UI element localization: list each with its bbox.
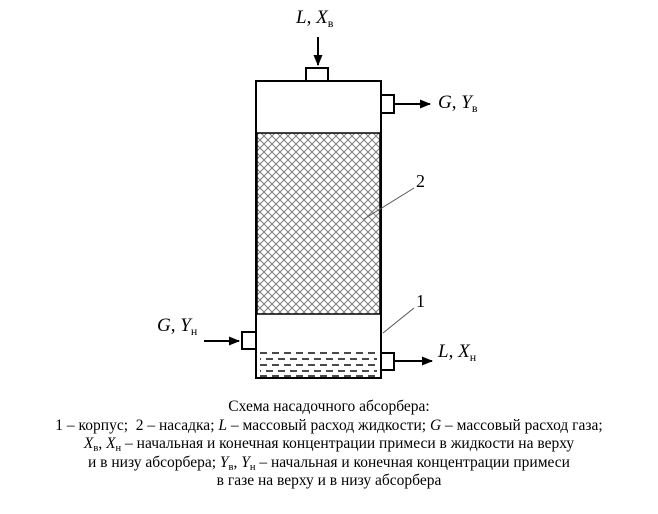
stream-var: Y xyxy=(180,315,191,336)
caption-line: Xв, Xн – начальная и конечная концентрац… xyxy=(83,435,575,454)
stream-var: X xyxy=(316,7,328,28)
stream-subscript: в xyxy=(471,101,478,115)
top-inlet-nozzle xyxy=(305,67,329,82)
callout-leader-body xyxy=(382,307,415,334)
stream-label-gas-out-top: G, Yв xyxy=(438,92,478,115)
stream-separator: , xyxy=(306,7,317,28)
stream-subscript: н xyxy=(469,350,477,364)
stream-separator: , xyxy=(451,92,462,113)
packing-section xyxy=(256,132,381,315)
callout-number-packing: 2 xyxy=(416,171,425,191)
gas-outlet-nozzle xyxy=(380,94,395,114)
stream-var: Y xyxy=(461,92,472,113)
liquid-level xyxy=(260,352,377,377)
stream-var: X xyxy=(458,341,470,362)
stream-label-liquid-out-bottom: L, Xн xyxy=(438,341,477,364)
stream-separator: , xyxy=(170,315,181,336)
stream-separator: , xyxy=(448,341,459,362)
stream-var: L xyxy=(438,341,449,362)
liquid-outlet-nozzle xyxy=(380,352,395,371)
callout-number-body: 1 xyxy=(416,291,425,311)
stream-subscript: н xyxy=(190,324,198,338)
figure-caption: Схема насадочного абсорбера:1 – корпус; … xyxy=(0,398,658,491)
stream-var: G xyxy=(438,92,452,113)
stream-label-gas-in-bottom: G, Yн xyxy=(157,315,198,338)
stream-var: L xyxy=(296,7,307,28)
stream-label-liquid-in-top: L, Xв xyxy=(296,7,334,30)
stream-var: G xyxy=(157,315,171,336)
absorber-diagram xyxy=(204,37,433,379)
caption-line: и в низу абсорбера; Yв, Yн – начальная и… xyxy=(88,453,570,473)
gas-inlet-nozzle xyxy=(241,331,257,350)
stream-subscript: в xyxy=(327,16,334,30)
caption-line: в газе на верху и в низу абсорбера xyxy=(216,472,442,489)
caption-line: Схема насадочного абсорбера: xyxy=(228,398,430,415)
caption-line: 1 – корпус; 2 – насадка; L – массовый ра… xyxy=(55,416,603,434)
callout-leader-packing xyxy=(363,187,415,220)
